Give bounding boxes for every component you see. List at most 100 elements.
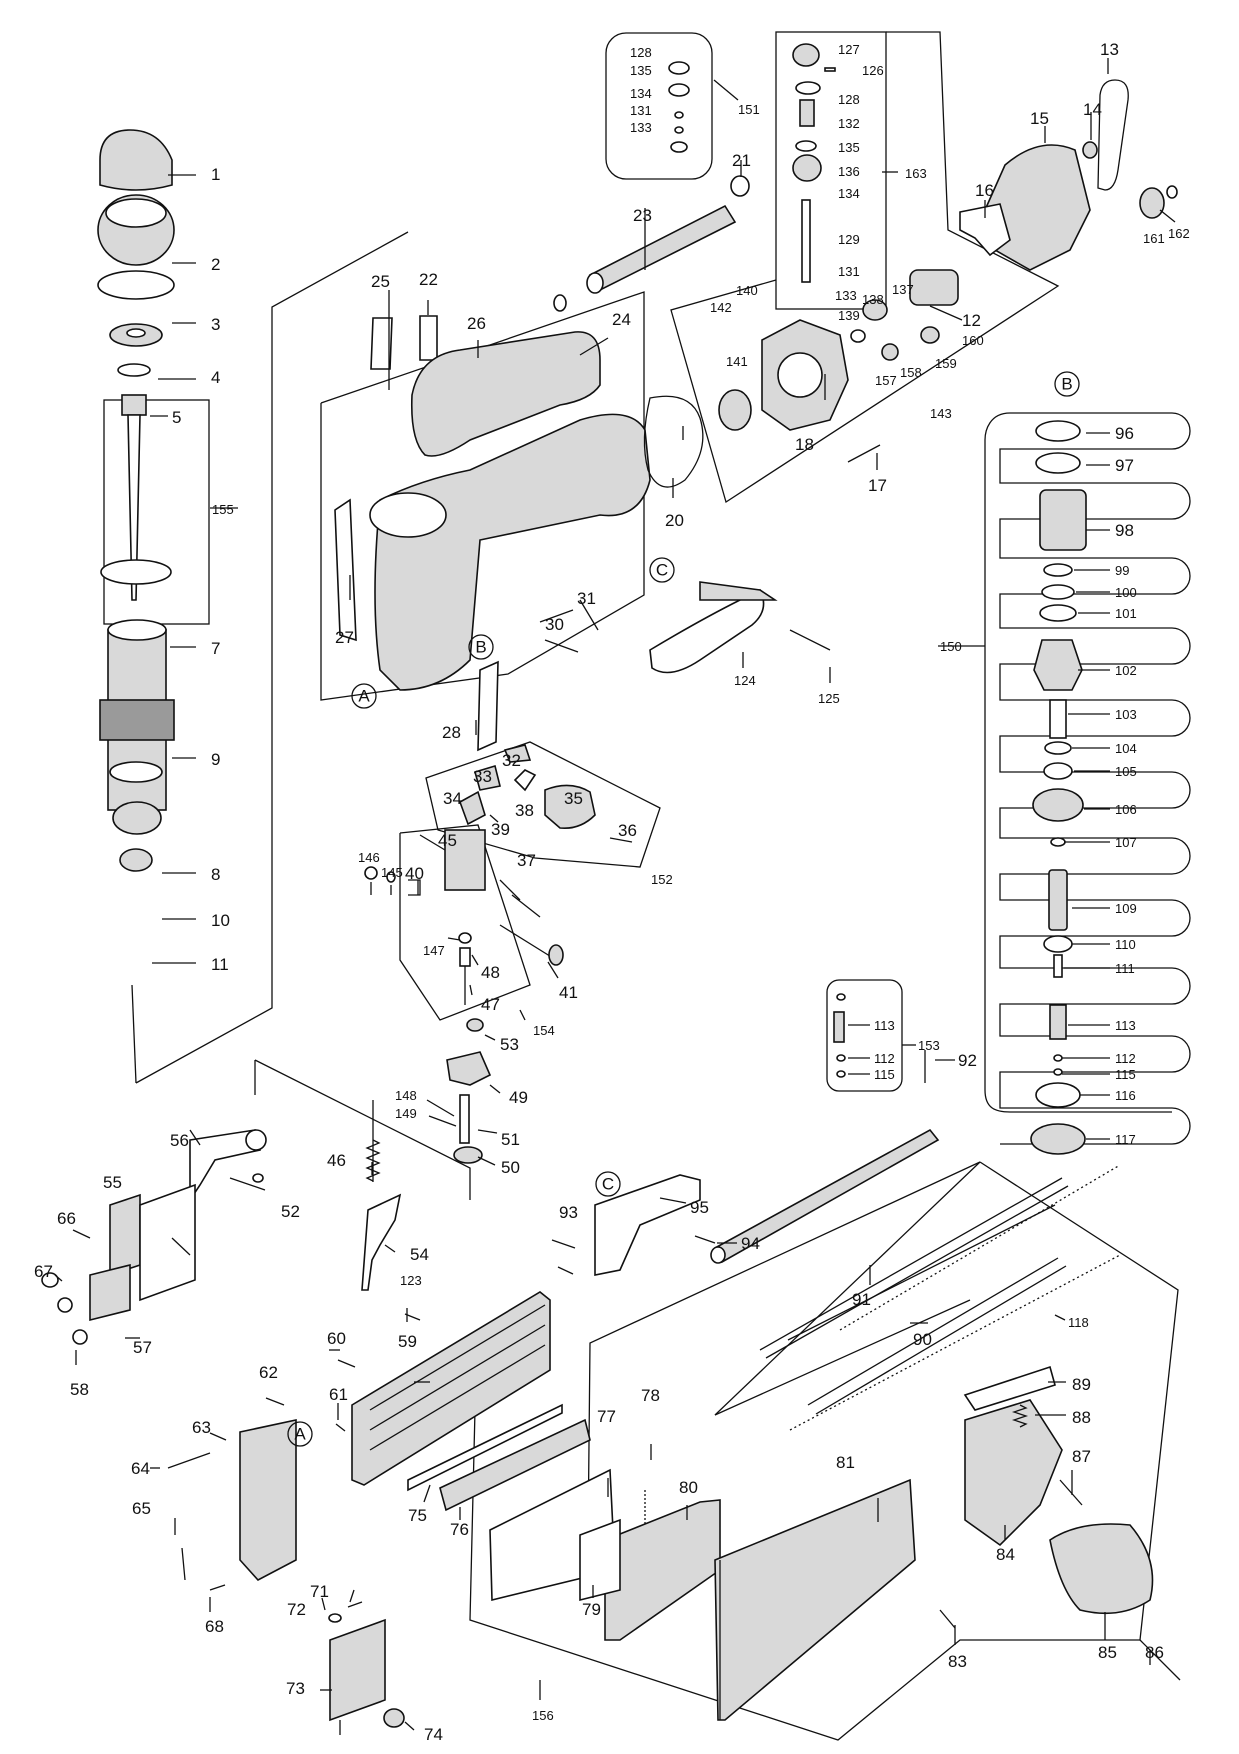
part-label: 160 xyxy=(962,333,984,348)
part-label: 154 xyxy=(533,1023,555,1038)
part-label: 138 xyxy=(862,292,884,307)
part-label: 140 xyxy=(736,283,758,298)
part-label: 61 xyxy=(329,1385,348,1404)
part-label: 16 xyxy=(975,181,994,200)
part-label: 9 xyxy=(211,750,220,769)
part-label: 56 xyxy=(170,1131,189,1150)
part-label: 117 xyxy=(1115,1132,1136,1147)
part-label: 63 xyxy=(192,1418,211,1437)
part-label: 31 xyxy=(577,589,596,608)
part-label: 35 xyxy=(564,789,583,808)
part-label: 46 xyxy=(327,1151,346,1170)
part-label: 104 xyxy=(1115,741,1137,756)
part-label: 66 xyxy=(57,1209,76,1228)
part-label: 14 xyxy=(1083,100,1102,119)
part-label: 113 xyxy=(1115,1018,1136,1033)
part-label: 115 xyxy=(1115,1067,1136,1082)
part-label: 106 xyxy=(1115,802,1137,817)
part-label: 85 xyxy=(1098,1643,1117,1662)
part-label: 145 xyxy=(381,865,403,880)
part-label: 103 xyxy=(1115,707,1137,722)
part-label: 102 xyxy=(1115,663,1137,678)
part-label: 111 xyxy=(1115,961,1135,976)
part-label: 76 xyxy=(450,1520,469,1539)
callout-a-body: A xyxy=(358,687,370,706)
part-label: 37 xyxy=(517,851,536,870)
part-label: 91 xyxy=(852,1290,871,1309)
part-label: 146 xyxy=(358,850,380,865)
part-label: 53 xyxy=(500,1035,519,1054)
part-label: 60 xyxy=(327,1329,346,1348)
part-label: 64 xyxy=(131,1459,150,1478)
part-label: 22 xyxy=(419,270,438,289)
part-label: 80 xyxy=(679,1478,698,1497)
part-label: 12 xyxy=(962,311,981,330)
part-label: 28 xyxy=(442,723,461,742)
part-label: 115 xyxy=(874,1067,895,1082)
part-label: 159 xyxy=(935,356,957,371)
part-label: 87 xyxy=(1072,1447,1091,1466)
part-label: 163 xyxy=(905,166,927,181)
part-label: 49 xyxy=(509,1088,528,1107)
part-label: 38 xyxy=(515,801,534,820)
part-label: 25 xyxy=(371,272,390,291)
part-label: 110 xyxy=(1115,937,1136,952)
part-number-labels: 1 2 3 4 5 155 7 9 8 10 11 23 21 128 135 … xyxy=(34,40,1190,1744)
part-label: 123 xyxy=(400,1273,422,1288)
part-label: 139 xyxy=(838,308,860,323)
part-label: 55 xyxy=(103,1173,122,1192)
part-label: 133 xyxy=(630,120,652,135)
part-label: 18 xyxy=(795,435,814,454)
part-label: 151 xyxy=(738,102,760,117)
part-label: 118 xyxy=(1068,1315,1089,1330)
part-label: 4 xyxy=(211,368,220,387)
part-label: 72 xyxy=(287,1600,306,1619)
part-label: 39 xyxy=(491,820,510,839)
part-label: 116 xyxy=(1115,1088,1136,1103)
part-label: 150 xyxy=(940,639,962,654)
callout-b-body: B xyxy=(475,638,486,657)
part-label: 124 xyxy=(734,673,756,688)
part-label: 128 xyxy=(630,45,652,60)
part-label: 17 xyxy=(868,476,887,495)
part-label: 24 xyxy=(612,310,631,329)
part-label: 113 xyxy=(874,1018,895,1033)
part-label: 156 xyxy=(532,1708,554,1723)
part-label: 126 xyxy=(862,63,884,78)
part-label: 71 xyxy=(310,1582,329,1601)
part-label: 101 xyxy=(1115,606,1137,621)
callout-a-nose: A xyxy=(294,1425,306,1444)
part-label: 33 xyxy=(473,767,492,786)
part-label: 27 xyxy=(335,628,354,647)
part-label: 1 xyxy=(211,165,220,184)
part-label: 65 xyxy=(132,1499,151,1518)
part-label: 30 xyxy=(545,615,564,634)
part-label: 133 xyxy=(835,288,857,303)
part-label: 100 xyxy=(1115,585,1137,600)
part-label: 112 xyxy=(1115,1051,1136,1066)
part-label: 152 xyxy=(651,872,673,887)
part-label: 77 xyxy=(597,1407,616,1426)
part-label: 153 xyxy=(918,1038,940,1053)
part-label: 26 xyxy=(467,314,486,333)
callout-c-bracket: C xyxy=(602,1175,614,1194)
part-label: 73 xyxy=(286,1679,305,1698)
part-label: 92 xyxy=(958,1051,977,1070)
part-label: 94 xyxy=(741,1234,760,1253)
part-label: 32 xyxy=(502,751,521,770)
part-label: 54 xyxy=(410,1245,429,1264)
part-label: 45 xyxy=(438,831,457,850)
part-label: 149 xyxy=(395,1106,417,1121)
part-label: 34 xyxy=(443,789,462,808)
leader-lines xyxy=(54,58,1176,1731)
part-label: 58 xyxy=(70,1380,89,1399)
part-drawings xyxy=(41,43,1181,1735)
part-label: 161 xyxy=(1143,231,1165,246)
part-label: 131 xyxy=(838,264,860,279)
part-label: 15 xyxy=(1030,109,1049,128)
part-label: 79 xyxy=(582,1600,601,1619)
part-label: 147 xyxy=(423,943,445,958)
part-label: 8 xyxy=(211,865,220,884)
part-label: 10 xyxy=(211,911,230,930)
